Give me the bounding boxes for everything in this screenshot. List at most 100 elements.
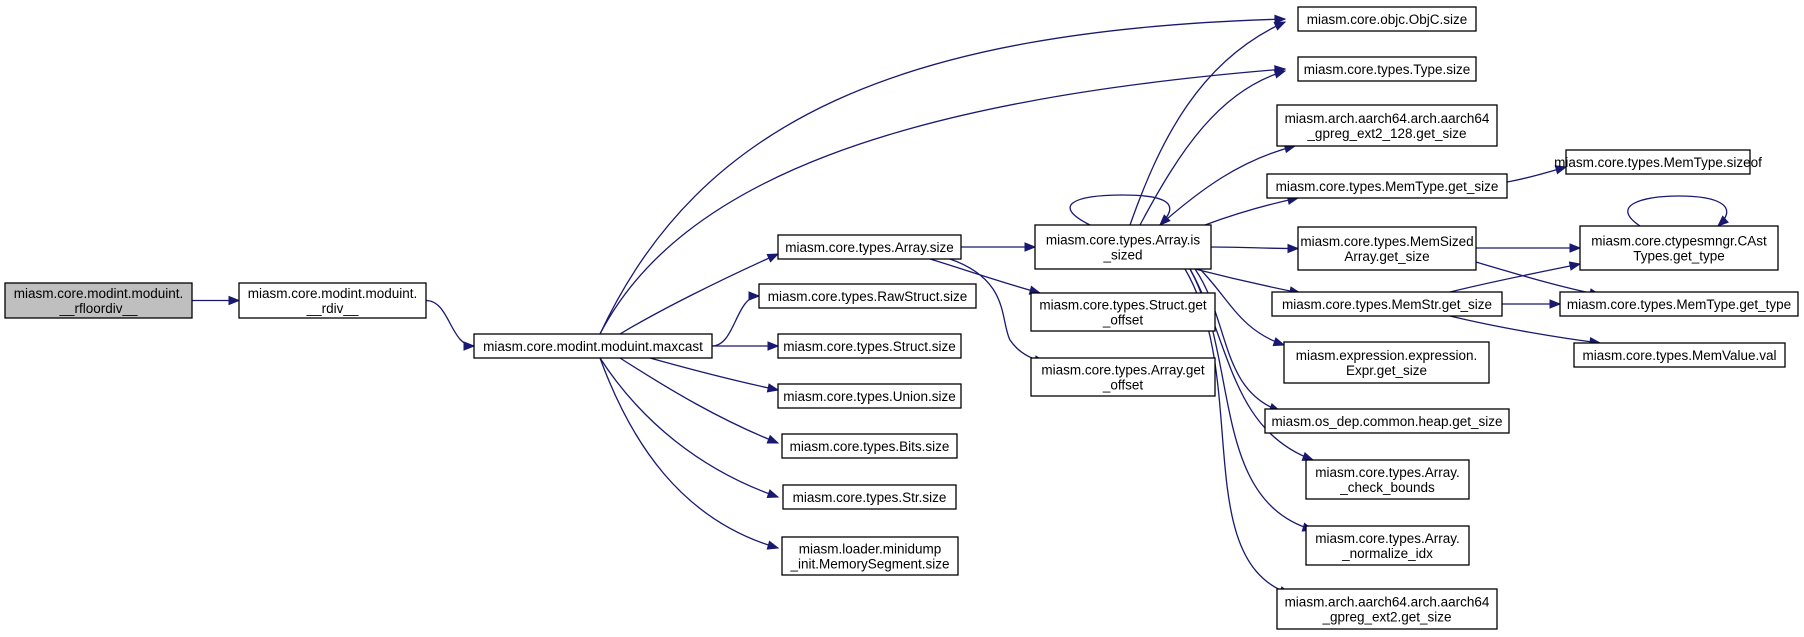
node-check_bounds[interactable]: miasm.core.types.Array._check_bounds — [1305, 459, 1470, 500]
edge-arrowhead — [1272, 337, 1286, 347]
edge-arrowhead — [748, 291, 761, 301]
node-memseg_size[interactable]: miasm.loader.minidump_init.MemorySegment… — [781, 536, 959, 576]
node-rawstruct_size[interactable]: miasm.core.types.RawStruct.size — [758, 283, 977, 309]
node-label-line: miasm.core.ctypesmngr.CAst — [1591, 234, 1767, 249]
node-array_get_offset[interactable]: miasm.core.types.Array.get_offset — [1030, 357, 1216, 397]
node-maxcast[interactable]: miasm.core.modint.moduint.maxcast — [473, 333, 713, 359]
node-normalize_idx[interactable]: miasm.core.types.Array._normalize_idx — [1305, 525, 1470, 566]
node-label-line: miasm.core.types.Bits.size — [790, 439, 950, 454]
node-box — [1034, 224, 1212, 270]
node-box — [758, 283, 977, 309]
edge-memtype_get_size-to-memtype_sizeof — [1506, 165, 1568, 183]
node-memtype_get_type[interactable]: miasm.core.types.MemType.get_type — [1559, 291, 1799, 317]
edge-line — [1204, 197, 1299, 226]
node-label-line: miasm.core.types.Str.size — [793, 490, 947, 505]
edge-array_is_sized-to-memsized_get_size — [1210, 243, 1300, 254]
node-memvalue_val[interactable]: miasm.core.types.MemValue.val — [1573, 342, 1786, 368]
node-label-line: miasm.core.types.Struct.size — [783, 339, 956, 354]
edge-array_size-to-array_is_sized — [961, 242, 1037, 252]
node-box — [1579, 225, 1779, 271]
edge-line — [1449, 315, 1601, 344]
node-label-line: miasm.core.types.MemStr.get_size — [1282, 297, 1492, 312]
node-box — [1297, 56, 1477, 82]
edge-arrowhead — [1274, 14, 1287, 25]
node-expr_get_size[interactable]: miasm.expression.expression.Expr.get_siz… — [1283, 341, 1490, 384]
node-label-line: __rfloordiv__ — [58, 301, 138, 316]
node-box — [1271, 291, 1503, 317]
edge-maxcast-to-objc_size — [599, 14, 1287, 335]
edge-arrowhead — [1717, 215, 1729, 227]
edge-rfloordiv-to-rdiv — [192, 295, 241, 306]
node-box — [1266, 173, 1508, 199]
node-array_size[interactable]: miasm.core.types.Array.size — [777, 234, 962, 260]
edge-line — [425, 299, 475, 347]
node-label-line: miasm.arch.aarch64.arch.aarch64 — [1285, 111, 1490, 126]
node-label-line: miasm.core.types.MemType.get_size — [1276, 179, 1499, 194]
node-label-line: Expr.get_size — [1346, 363, 1427, 378]
node-memstr_get_size[interactable]: miasm.core.types.MemStr.get_size — [1271, 291, 1503, 317]
edge-arrowhead — [766, 383, 780, 393]
node-rdiv[interactable]: miasm.core.modint.moduint.__rdiv__ — [238, 282, 427, 319]
node-label-line: miasm.core.objc.ObjC.size — [1307, 12, 1468, 27]
node-label-line: _normalize_idx — [1341, 546, 1433, 561]
node-label-line: miasm.core.types.MemSized — [1300, 234, 1473, 249]
edge-line — [599, 357, 779, 549]
edge-line — [1210, 246, 1299, 250]
edge-arrowhead — [1569, 243, 1582, 253]
node-box — [781, 433, 958, 459]
node-array_is_sized[interactable]: miasm.core.types.Array.is_sized — [1034, 224, 1212, 270]
node-str_size[interactable]: miasm.core.types.Str.size — [782, 484, 957, 510]
node-box — [1559, 291, 1799, 317]
edge-arrowhead — [767, 341, 780, 351]
edge-array_is_sized-to-expr_get_size — [1199, 268, 1286, 347]
node-box — [238, 282, 427, 319]
node-label-line: miasm.core.types.MemType.sizeof — [1554, 155, 1762, 170]
edge-arrowhead — [1549, 299, 1562, 309]
edge-maxcast-to-union_size — [649, 357, 780, 393]
node-gpreg128_get_size[interactable]: miasm.arch.aarch64.arch.aarch64_gpreg_ex… — [1276, 104, 1498, 147]
node-type_size[interactable]: miasm.core.types.Type.size — [1297, 56, 1477, 82]
node-box — [1264, 408, 1510, 434]
node-bits_size[interactable]: miasm.core.types.Bits.size — [781, 433, 958, 459]
node-memtype_sizeof[interactable]: miasm.core.types.MemType.sizeof — [1554, 149, 1762, 175]
node-rfloordiv[interactable]: miasm.core.modint.moduint.__rfloordiv__ — [4, 282, 193, 319]
node-label-line: miasm.core.types.MemType.get_type — [1567, 297, 1791, 312]
node-objc_size[interactable]: miasm.core.objc.ObjC.size — [1297, 6, 1477, 32]
edge-arrowhead — [766, 253, 780, 263]
node-box — [1276, 104, 1498, 147]
node-box — [1305, 459, 1470, 500]
edge-arrowhead — [1273, 21, 1287, 31]
nodes-layer: miasm.core.modint.moduint.__rfloordiv__m… — [4, 6, 1799, 630]
edge-line — [1449, 263, 1581, 293]
node-box — [1297, 226, 1477, 271]
node-struct_get_offset[interactable]: miasm.core.types.Struct.get_offset — [1030, 292, 1216, 332]
edge-maxcast-to-str_size — [599, 357, 780, 499]
node-heap_get_size[interactable]: miasm.os_dep.common.heap.get_size — [1264, 408, 1510, 434]
node-label-line: miasm.core.types.Type.size — [1304, 62, 1471, 77]
edge-line — [1139, 70, 1286, 226]
node-label-line: _sized — [1102, 248, 1142, 263]
node-struct_size[interactable]: miasm.core.types.Struct.size — [777, 333, 962, 359]
edge-rdiv-to-maxcast — [425, 299, 476, 351]
node-memtype_get_size[interactable]: miasm.core.types.MemType.get_size — [1266, 173, 1508, 199]
node-label-line: _offset — [1102, 378, 1144, 393]
node-label-line: Types.get_type — [1633, 249, 1725, 264]
node-label-line: miasm.expression.expression. — [1296, 348, 1478, 363]
edge-line — [1627, 195, 1728, 227]
edge-memsized_get_size-to-cast_get_type — [1476, 243, 1582, 253]
edge-line — [599, 68, 1286, 335]
node-label-line: _gpreg_ext2.get_size — [1321, 610, 1451, 625]
node-box — [777, 383, 962, 409]
node-box — [781, 536, 959, 576]
node-box — [1283, 341, 1490, 384]
node-gpreg_get_size[interactable]: miasm.arch.aarch64.arch.aarch64_gpreg_ex… — [1276, 588, 1498, 630]
node-box — [782, 484, 957, 510]
edge-arrowhead — [1301, 451, 1315, 461]
node-label-line: miasm.core.types.Array.is — [1046, 233, 1201, 248]
node-label-line: miasm.loader.minidump — [799, 542, 942, 557]
node-union_size[interactable]: miasm.core.types.Union.size — [777, 383, 962, 409]
node-box — [1573, 342, 1786, 368]
